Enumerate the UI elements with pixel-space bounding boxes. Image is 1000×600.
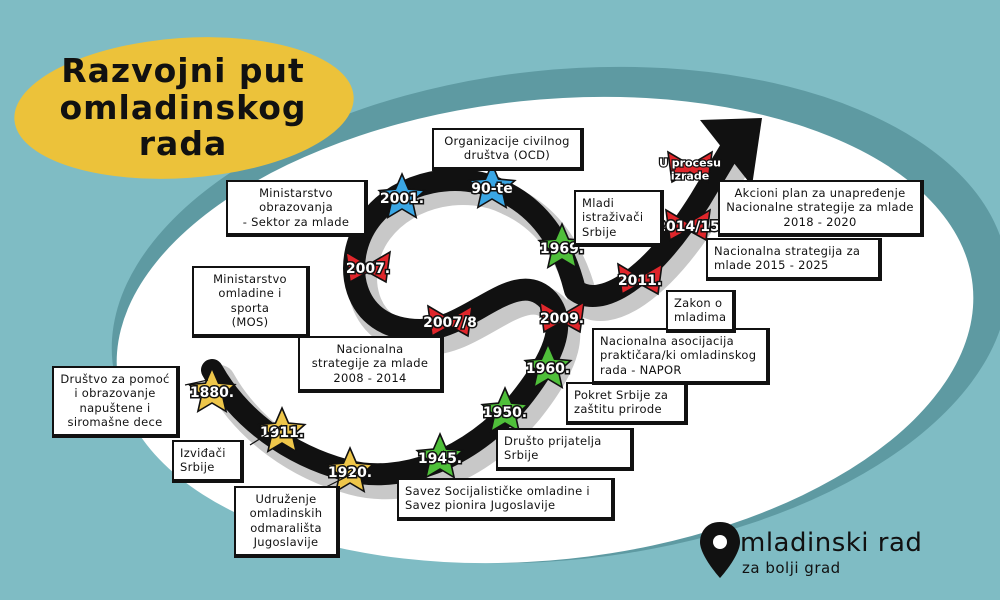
milestone-2001: 2001. [377,171,427,220]
milestone-description-box: Zakon o mladima [666,290,736,333]
milestone-description-box: Nacionalna asocijacija praktičara/ki oml… [592,328,770,386]
milestone-year-label: 1911. [260,425,304,441]
milestone-description-box: Društvo za pomoć i obrazovanje napuštene… [52,366,180,438]
milestone-year-label: 2009. [540,311,584,327]
leader-line [184,379,209,386]
milestone-description-box: Savez Socijalističke omladine i Savez pi… [397,478,615,521]
milestone-year-label: 2007/8 [423,315,477,331]
milestone-1960: 1960. [523,341,573,390]
green-star-icon [523,341,573,390]
milestone-year-label: 1920. [328,465,372,481]
milestone-description-box: Ministarstvo omladine i sporta (MOS) [192,266,310,338]
milestone-year-label: 1945. [418,451,462,467]
timeline-path [201,139,741,486]
milestone-description-box: Organizacije civilnog društva (OCD) [432,128,584,171]
red-bow-icon [538,300,586,334]
milestone-description-box: Pokret Srbije za zaštitu prirode [566,382,688,425]
milestone-year-label: 1969. [540,241,584,257]
milestone-2007: 2007. [344,250,392,284]
milestone-description-box: Nacionalna strategija za mlade 2015 - 20… [706,238,882,281]
location-pin-icon [700,522,740,578]
green-star-icon [480,385,530,434]
milestone-1950: 1950. [480,385,530,434]
milestone-1911: 1911. [257,405,307,454]
red-bow-icon [344,250,392,284]
milestone-year-label: 90-te [471,181,512,197]
milestone-2011: 2011. [616,262,664,296]
leader-line [249,424,283,446]
arrow-head-icon [700,118,762,186]
blue-star-icon [467,161,517,210]
milestone-year-label: 1960. [526,361,570,377]
milestone-year-label: 2011. [618,273,662,289]
blue-star-icon [377,171,427,220]
page-title: Razvojni put omladinskog rada [59,50,307,164]
milestone-description-box: Ministarstvo obrazovanja - Sektor za mla… [226,180,368,238]
title-blob [14,37,354,179]
milestone-year-label: izrade [671,170,709,183]
yellow-star-icon [257,405,307,454]
milestone-year-label: 1880. [190,385,234,401]
milestone-year-label: 1950. [483,405,527,421]
milestone-description-box: Društo prijatelja Srbije [496,428,634,471]
milestone-201415: 2014/15 [655,208,721,242]
milestone-description-box: Akcioni plan za unapređenje Nacionalne s… [718,180,924,238]
milestone-year-label: U procesu [659,157,721,170]
yellow-star-icon [187,365,237,414]
milestone-description-box: Udruženje omladinskih odmarališta Jugosl… [234,486,340,558]
milestone-description-box: Mladi istraživači Srbije [574,190,664,248]
red-bow-icon [666,150,714,184]
logo-tagline: za bolji grad [742,559,841,577]
milestone-90te: 90-te [467,161,517,210]
milestone-description-box: Izviđači Srbije [172,440,244,483]
milestone-year-label: 2014/15 [656,219,720,235]
milestone-year-label: 2001. [380,191,424,207]
milestone-1880: 1880. [187,365,237,414]
logo-name: mladinski rad [740,528,923,558]
milestone-1945: 1945. [415,431,465,480]
milestone-year-label: 2007. [346,261,390,277]
milestone-2009: 2009. [538,300,586,334]
milestone-description-box: Nacionalna strategije za mlade 2008 - 20… [298,336,444,394]
milestone-20078: 2007/8 [422,304,478,338]
green-star-icon [415,431,465,480]
red-bow-icon [616,262,664,296]
